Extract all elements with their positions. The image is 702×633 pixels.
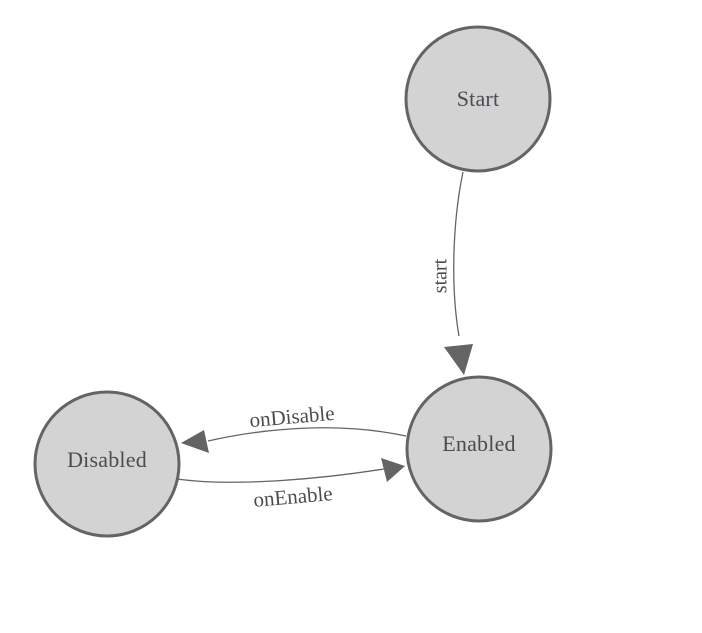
- edge-start-to-enabled: [453, 171, 464, 337]
- arrowhead-start-to-enabled: [444, 344, 473, 375]
- node-label-enabled: Enabled: [442, 431, 516, 456]
- edge-enabled-to-disabled: [207, 427, 407, 442]
- arrowhead-disabled-to-enabled: [381, 458, 405, 482]
- node-start-circle: [404, 25, 552, 173]
- arrowhead-enabled-to-disabled: [181, 430, 209, 453]
- edge-label-start: start: [429, 258, 452, 294]
- node-label-start: Start: [456, 86, 500, 111]
- node-disabled-circle: [33, 390, 181, 538]
- node-enabled-circle: [405, 375, 553, 523]
- edge-disabled-to-enabled: [176, 468, 385, 483]
- node-label-disabled: Disabled: [67, 447, 147, 472]
